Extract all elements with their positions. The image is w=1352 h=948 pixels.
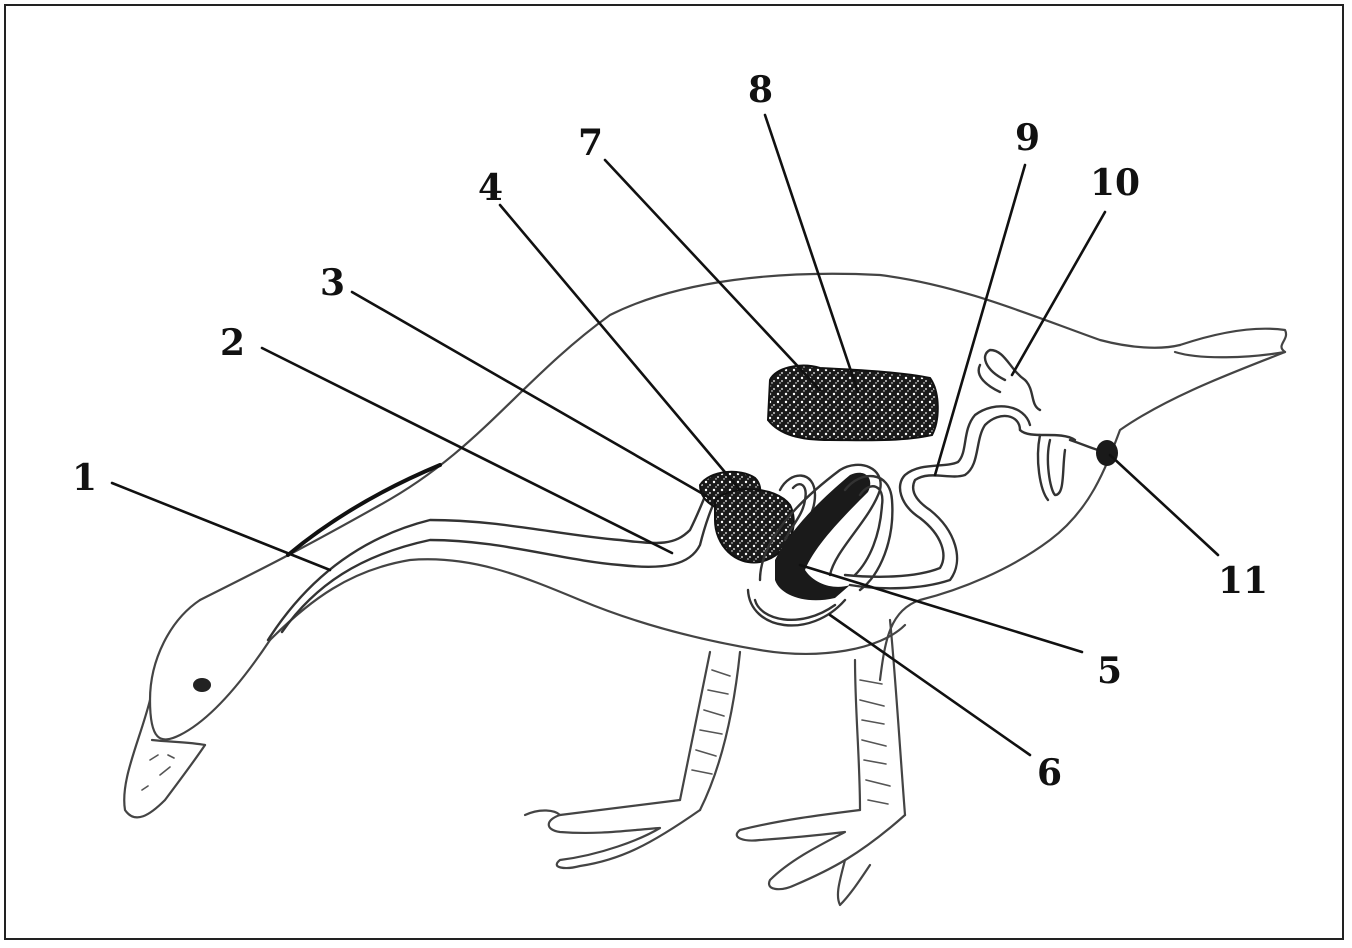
label-11: 11 — [1218, 560, 1268, 602]
oesophagus — [268, 485, 718, 640]
leader-11 — [1110, 455, 1218, 555]
leader-3 — [352, 292, 710, 498]
label-2: 2 — [220, 322, 245, 364]
legs — [525, 620, 905, 905]
label-7: 7 — [578, 122, 603, 164]
leader-5 — [800, 565, 1082, 652]
label-5: 5 — [1097, 650, 1122, 692]
caeca — [979, 350, 1105, 500]
label-1: 1 — [72, 457, 97, 499]
cloaca — [1096, 440, 1118, 466]
label-9: 9 — [1015, 117, 1040, 159]
eye-icon — [193, 678, 211, 692]
label-6: 6 — [1037, 752, 1062, 794]
label-8: 8 — [748, 69, 773, 111]
leader-1 — [112, 483, 330, 570]
leader-8 — [765, 115, 858, 392]
label-4: 4 — [478, 167, 503, 209]
label-10: 10 — [1090, 162, 1140, 204]
leader-10 — [1012, 212, 1105, 375]
number-labels: 1 2 3 4 5 6 7 8 9 10 11 — [72, 69, 1268, 794]
leader-9 — [935, 165, 1025, 475]
label-3: 3 — [320, 262, 345, 304]
neck-dark-line — [288, 465, 440, 555]
leader-6 — [830, 615, 1030, 755]
